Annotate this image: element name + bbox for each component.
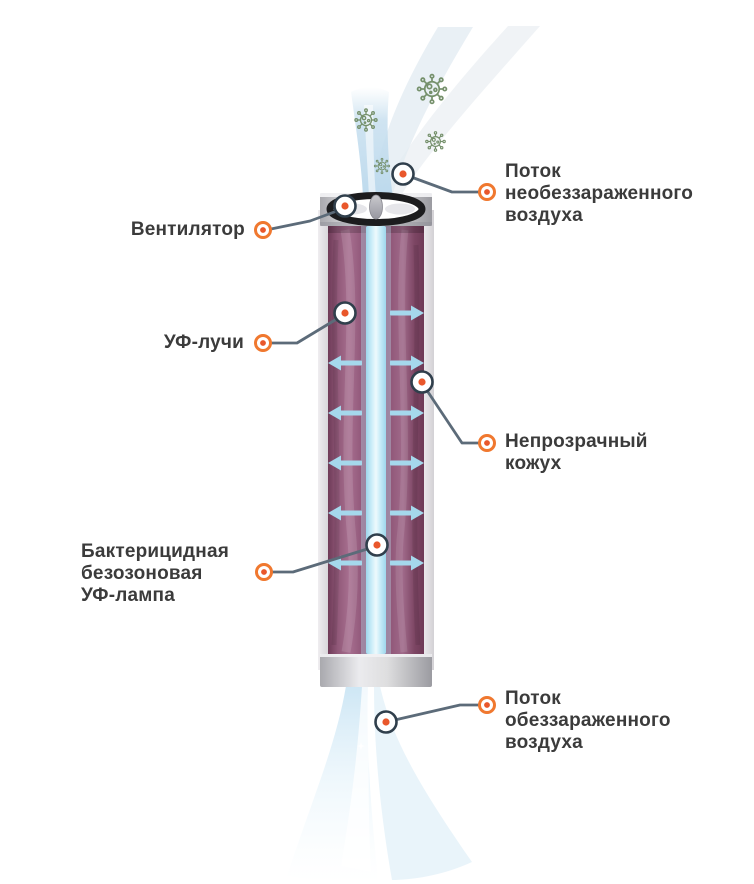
label-lamp-line: УФ-лампа xyxy=(81,585,175,606)
leader-line-uv-rays xyxy=(269,312,347,345)
label-inflow-line: Поток xyxy=(505,161,561,182)
label-outflow-line: обеззараженного xyxy=(505,710,671,731)
label-uv-rays: УФ-лучи xyxy=(164,332,244,354)
label-fan-line: Вентилятор xyxy=(130,219,245,240)
label-fan: Вентилятор xyxy=(131,219,245,241)
label-inflow-line: воздуха xyxy=(505,205,583,226)
device-bottom-cap xyxy=(320,654,432,687)
sparkle-icon xyxy=(326,707,337,718)
sparkle-icon xyxy=(390,695,399,704)
point-marker-outflow xyxy=(374,710,398,734)
label-lamp-line: Бактерицидная xyxy=(81,541,230,562)
label-marker-inflow xyxy=(478,183,496,201)
label-lamp-line: безозоновая xyxy=(81,563,203,584)
point-marker-inflow xyxy=(391,162,415,186)
label-inflow: Поток необеззараженного воздуха xyxy=(505,161,693,227)
label-uv-rays-line: УФ-лучи xyxy=(163,332,244,353)
leader-line-lamp xyxy=(270,544,379,574)
label-marker-lamp xyxy=(255,563,273,581)
label-marker-fan xyxy=(254,221,272,239)
point-marker-fan xyxy=(333,194,357,218)
leader-line-inflow xyxy=(401,172,482,194)
leader-line-outflow xyxy=(384,703,482,724)
label-marker-outflow xyxy=(478,696,496,714)
label-outflow: Поток обеззараженного воздуха xyxy=(505,688,671,754)
air-outflow-stream xyxy=(287,686,472,883)
label-casing: Непрозрачный кожух xyxy=(505,431,648,475)
label-marker-casing xyxy=(478,434,496,452)
label-inflow-line: необеззараженного xyxy=(505,183,694,204)
point-marker-casing xyxy=(410,370,434,394)
label-outflow-line: воздуха xyxy=(505,732,583,753)
leader-line-casing xyxy=(420,381,482,445)
label-marker-uv-rays xyxy=(254,334,272,352)
label-outflow-line: Поток xyxy=(505,688,561,709)
label-lamp: Бактерицидная безозоновая УФ-лампа xyxy=(81,541,229,607)
leader-line-fan xyxy=(269,206,347,231)
label-casing-line: Непрозрачный xyxy=(505,431,648,452)
label-casing-line: кожух xyxy=(505,453,562,474)
sparkle-icon xyxy=(299,748,309,758)
point-marker-uv-rays xyxy=(333,301,357,325)
uv-lamp xyxy=(361,226,391,654)
point-marker-lamp xyxy=(365,533,389,557)
